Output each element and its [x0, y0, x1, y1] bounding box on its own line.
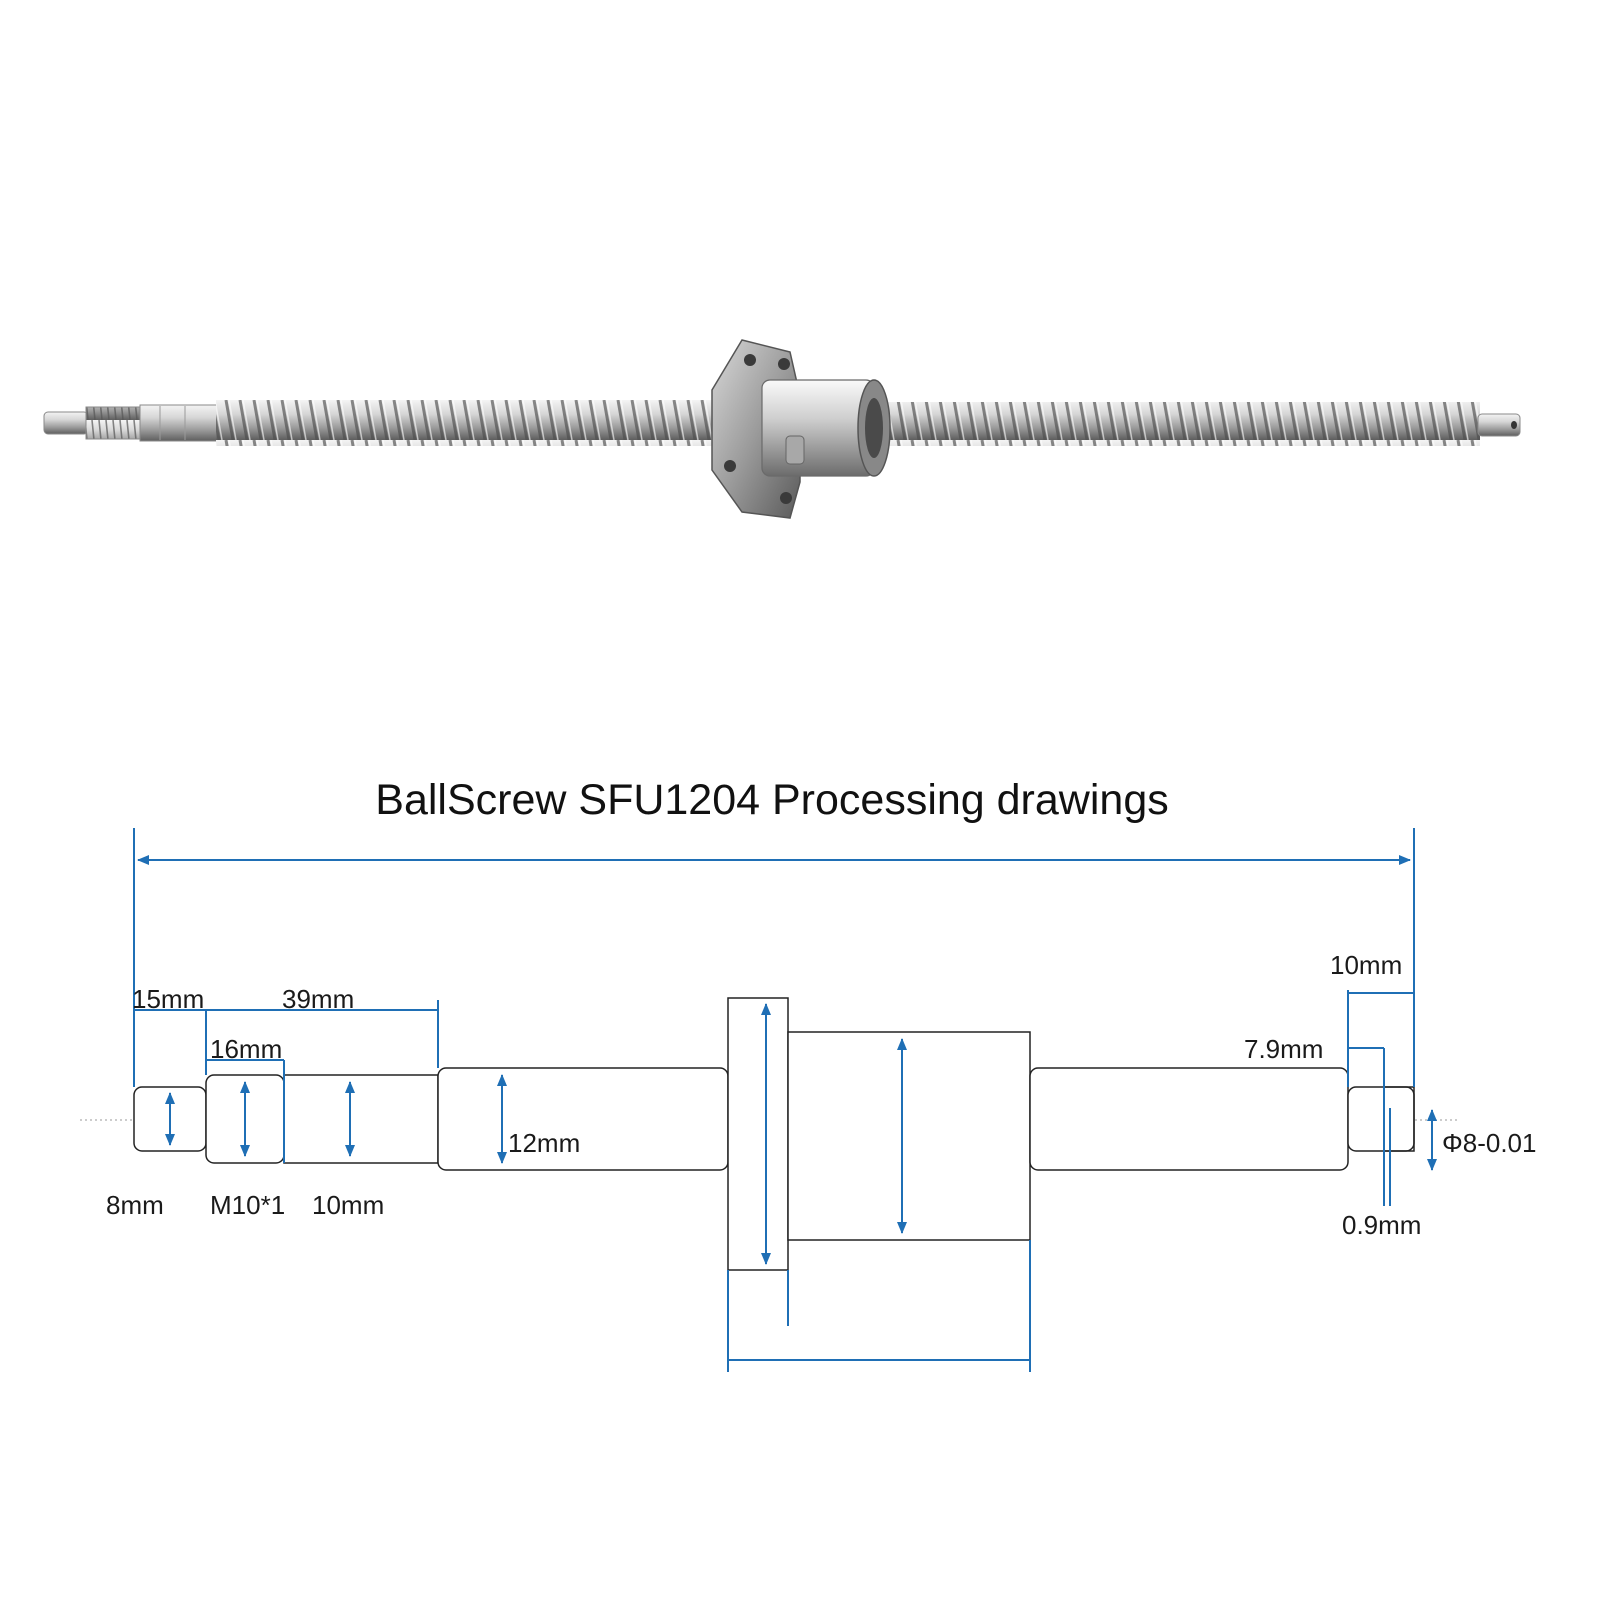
dim-left-end-length: 15mm [132, 984, 205, 1014]
dim-journal-diameter: 10mm [312, 1190, 385, 1220]
dim-right-end-diameter: Φ8-0.01 [1442, 1128, 1537, 1158]
screw-shaft [43, 400, 1521, 446]
dim-thread-spec: M10*1 [210, 1190, 286, 1220]
dim-screw-diameter: 12mm [508, 1128, 581, 1158]
dim-thread-length: 16mm [210, 1034, 283, 1064]
shaft-outline [133, 997, 1415, 1271]
ballscrew-photo [43, 339, 1521, 519]
dim-groove-width: 0.9mm [1342, 1210, 1422, 1240]
dimension-lines [133, 828, 1437, 1372]
dim-groove-position: 7.9mm [1244, 1034, 1324, 1064]
ballscrew-nut [711, 339, 891, 519]
dim-left-end-diameter: 8mm [106, 1190, 164, 1220]
dim-right-end-length: 10mm [1330, 950, 1403, 980]
dim-journal-length: 39mm [282, 984, 355, 1014]
drawing-title: BallScrew SFU1204 Processing drawings [375, 776, 1169, 824]
